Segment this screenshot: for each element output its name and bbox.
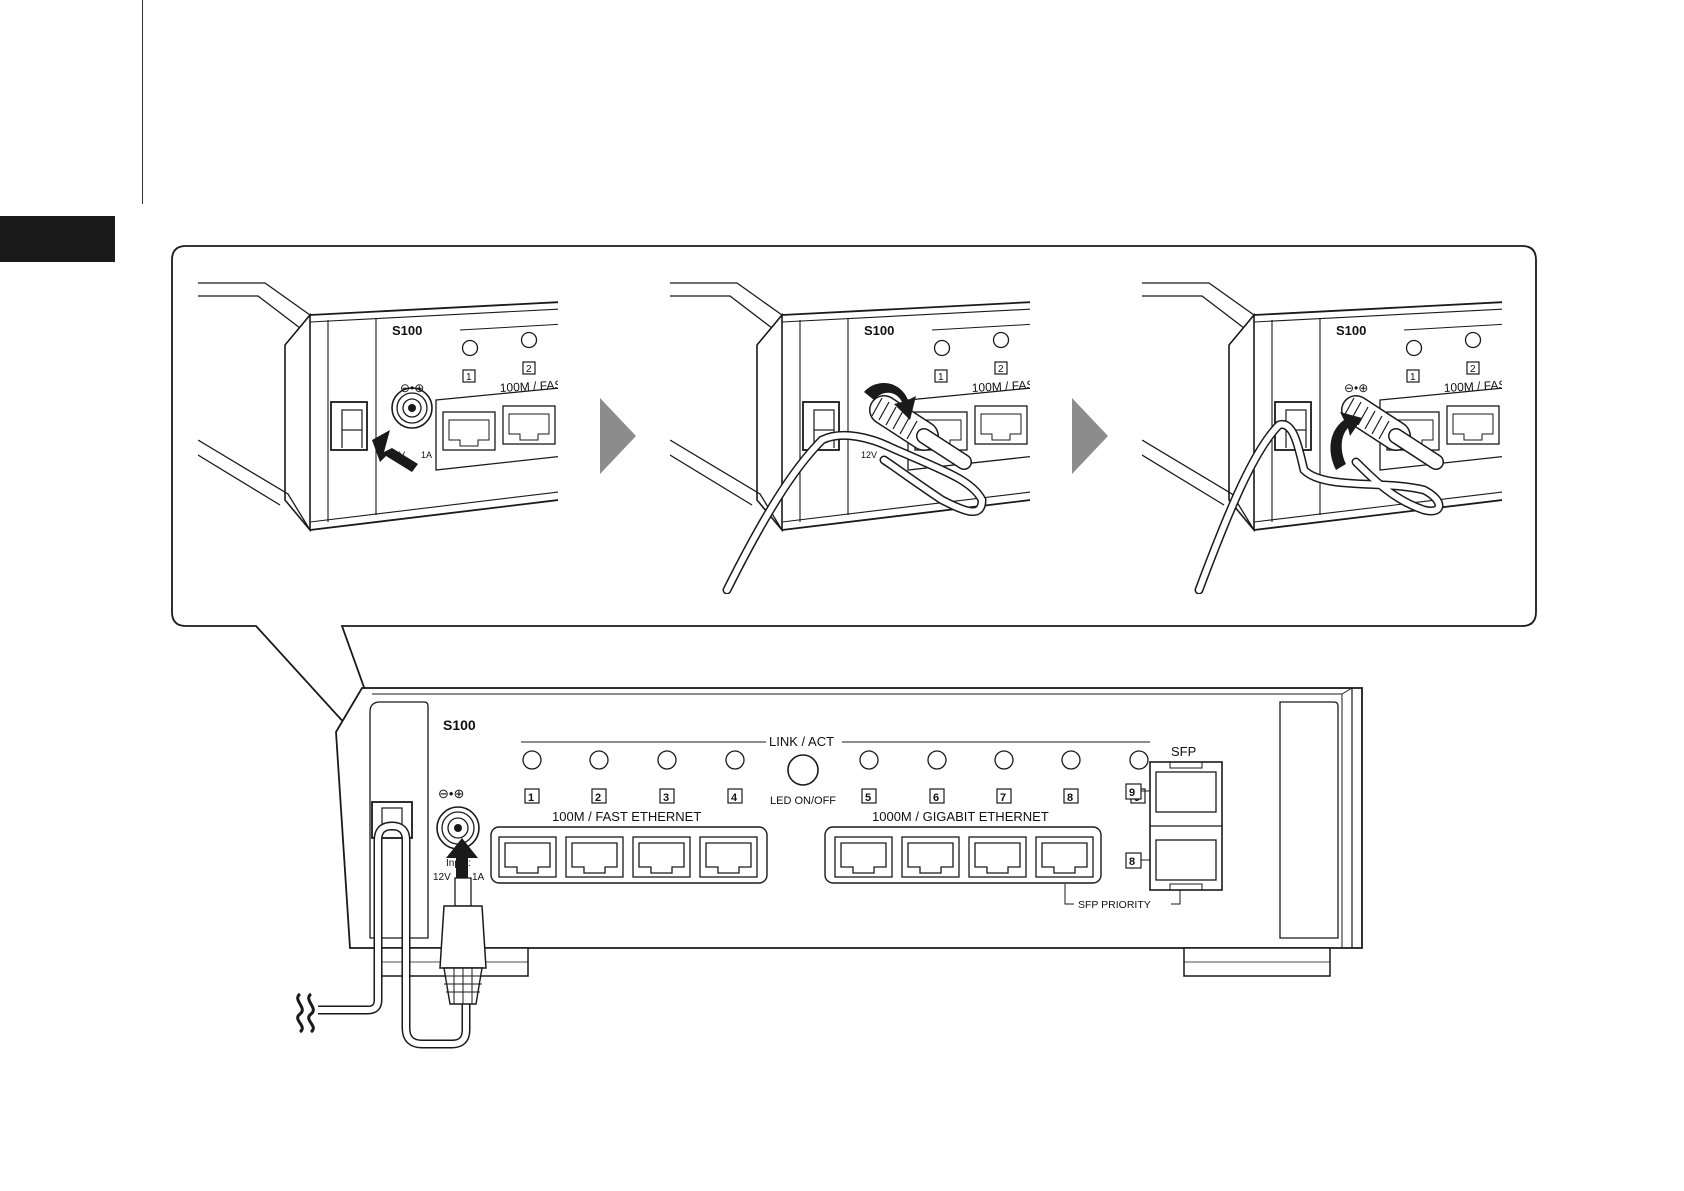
panel-model-label: S100 [1336,323,1366,338]
polarity-symbol: ⊖•⊕ [438,786,464,801]
gigabit-ethernet-label: 1000M / GIGABIT ETHERNET [872,809,1049,824]
link-led [928,751,946,769]
panel-port-number: 1 [466,372,472,383]
panel-polarity-symbol: ⊖•⊕ [1344,381,1368,395]
link-led [995,751,1013,769]
ac-wave-icon [298,994,314,1032]
sfp-port-number: 8 [1129,856,1135,868]
dc-power-jack[interactable] [437,807,479,849]
link-led [590,751,608,769]
port-number-label: 5 [865,792,871,804]
power-voltage-label: 12V [433,872,451,883]
port-number-label: 7 [1000,792,1006,804]
port-number-label: 1 [528,792,534,804]
sfp-port-number: 9 [1129,787,1135,799]
sfp-port[interactable] [1156,840,1216,880]
model-label: S100 [443,717,476,733]
panel-port-number: 2 [1470,364,1476,375]
switch-rear-panel: S100 LINK / ACT LED ON/OFF [298,688,1362,1044]
link-led [726,751,744,769]
sfp-port[interactable] [1156,772,1216,812]
panel-polarity-symbol: ⊖•⊕ [400,381,424,395]
panel-current-label: 1A [421,450,432,460]
panel-port-number: 2 [526,364,532,375]
link-led [1130,751,1148,769]
power-current-label: 1A [472,872,485,883]
port-number-label: 8 [1067,792,1073,804]
panel-port-number: 1 [938,372,944,383]
port-number-label: 4 [731,792,738,804]
sfp-priority-label: SFP PRIORITY [1078,899,1151,911]
fast-ethernet-label: 100M / FAST ETHERNET [552,809,701,824]
panel-port-number: 1 [1410,372,1416,383]
led-button-label: LED ON/OFF [770,795,836,807]
link-act-label: LINK / ACT [769,734,834,749]
port-number-label: 3 [663,792,669,804]
led-toggle-button[interactable] [788,755,818,785]
link-led [860,751,878,769]
link-led [1062,751,1080,769]
sfp-label: SFP [1171,744,1196,759]
panel-voltage-label: 12V [861,450,877,460]
panel-model-label: S100 [864,323,894,338]
link-led [658,751,676,769]
panel-model-label: S100 [392,323,422,338]
port-number-label: 6 [933,792,939,804]
panel-port-number: 2 [998,364,1004,375]
link-led [523,751,541,769]
port-number-label: 2 [595,792,601,804]
